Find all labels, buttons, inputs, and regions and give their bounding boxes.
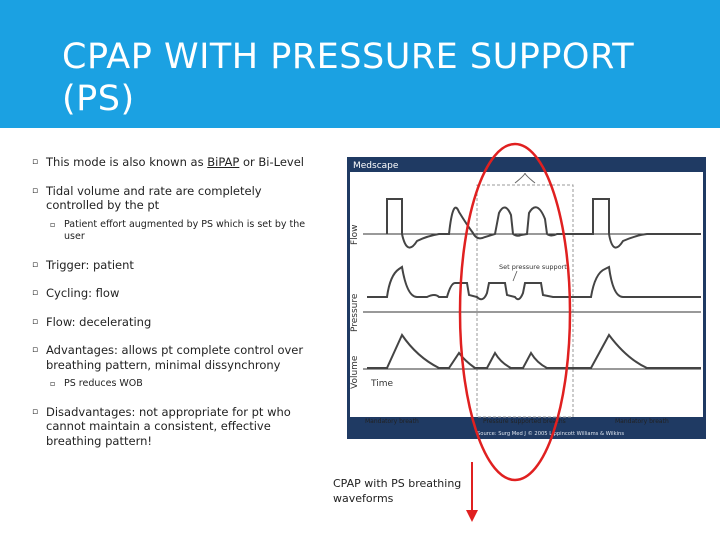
arrow-head: [466, 510, 478, 522]
bullet-icon: ▫: [32, 259, 39, 270]
bullet-icon: ▫: [32, 345, 39, 355]
bullet-icon: ▫: [32, 288, 39, 298]
bullet-text: Cycling: flow: [46, 286, 120, 300]
bullet-advantages: ▫ Advantages: allows pt complete control…: [30, 343, 320, 372]
bullet-disadvantages: ▫ Disadvantages: not appropriate for pt …: [30, 405, 320, 449]
pressure-axis-label: Pressure: [350, 293, 360, 332]
bullet-list: ▫ This mode is also known as BiPAP or Bi…: [30, 155, 320, 462]
bullet-icon: ▫: [32, 185, 39, 196]
bullet-icon: ▫: [32, 406, 39, 417]
bullet-text: or Bi-Level: [239, 155, 304, 169]
mandatory-breath-left-label: Mandatory breath: [365, 418, 419, 425]
bullet-text: Patient effort augmented by PS which is …: [64, 218, 306, 243]
bullet-text: Flow: decelerating: [46, 314, 152, 329]
bullet-text: Advantages: allows pt complete control o…: [46, 343, 304, 372]
subbullet-ps-reduces: ▫ PS reduces WOB: [30, 378, 320, 391]
bullet-icon: ▫: [50, 379, 56, 388]
volume-axis-label: Volume: [350, 355, 360, 389]
bullet-flow: ▫ Flow: decelerating: [30, 315, 320, 330]
title-banner: CPAP WITH PRESSURE SUPPORT (PS): [0, 0, 720, 128]
bullet-text: Trigger: patient: [46, 257, 134, 272]
medscape-logo: Medscape: [353, 161, 399, 171]
bullet-trigger: ▫ Trigger: patient: [30, 258, 320, 273]
ps-breaths-label: Pressure supported breaths: [483, 418, 566, 425]
bullet-text: Tidal volume and rate are completely con…: [46, 183, 262, 213]
waveform-figure: Medscape Flow Pressure Set pressure supp…: [347, 157, 706, 439]
mandatory-breath-right-label: Mandatory breath: [615, 418, 669, 425]
flow-axis-label: Flow: [350, 224, 360, 245]
slide-title: CPAP WITH PRESSURE SUPPORT (PS): [62, 37, 635, 119]
bipap-link[interactable]: BiPAP: [207, 155, 240, 169]
figure-source: Source: Surg Med J © 2005 Lippincott Wil…: [477, 430, 624, 437]
bullet-also-known: ▫ This mode is also known as BiPAP or Bi…: [30, 155, 320, 170]
bullet-text: This mode is also known as: [46, 155, 208, 169]
set-ps-label: Set pressure support: [499, 263, 567, 271]
bullet-tidal-volume: ▫ Tidal volume and rate are completely c…: [30, 184, 320, 213]
bullet-text: Disadvantages: not appropriate for pt wh…: [46, 404, 291, 448]
bullet-cycling: ▫ Cycling: flow: [30, 286, 320, 301]
bullet-text: PS reduces WOB: [64, 378, 143, 389]
figure-caption: CPAP with PS breathing waveforms: [333, 477, 462, 505]
time-axis-label: Time: [370, 379, 393, 389]
bullet-icon: ▫: [50, 219, 56, 229]
bullet-icon: ▫: [32, 157, 39, 167]
subbullet-patient-effort: ▫ Patient effort augmented by PS which i…: [30, 219, 320, 244]
bullet-icon: ▫: [32, 316, 39, 327]
